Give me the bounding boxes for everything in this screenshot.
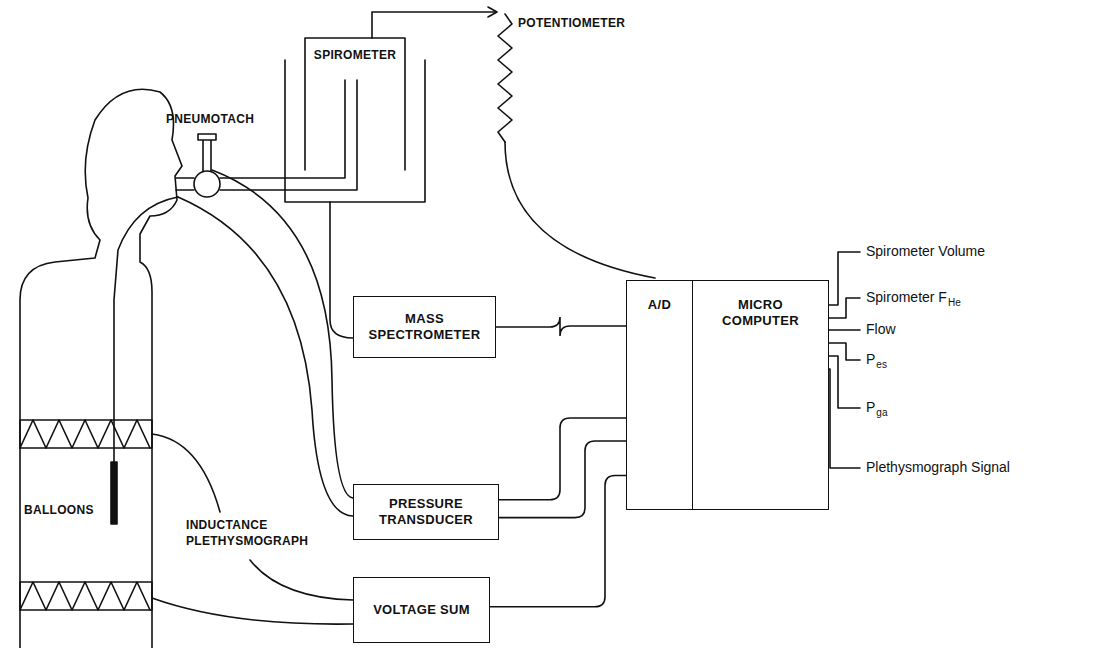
sample-line <box>330 202 353 338</box>
potentiometer-wire <box>505 142 655 278</box>
pneumotach-stem <box>198 134 216 171</box>
signal-subscript: es <box>876 359 887 370</box>
rib-cage-band <box>20 420 152 448</box>
mouthpiece <box>176 178 194 190</box>
box-title: VOLTAGE SUM <box>367 602 476 618</box>
instrument-box: MASS SPECTROMETER <box>353 296 496 358</box>
subject-silhouette <box>20 89 182 648</box>
instrument-box: PRESSURE TRANSDUCER <box>353 484 499 540</box>
band-coil <box>20 420 150 448</box>
signal-name: P <box>866 351 875 367</box>
computer-box: MICRO COMPUTER <box>692 280 829 510</box>
box-title: PRESSURE TRANSDUCER <box>354 496 498 529</box>
band-wire <box>152 598 353 624</box>
part-label: BALLOONS <box>24 503 94 517</box>
signal-subscript: He <box>948 297 961 308</box>
box-title: MASS SPECTROMETER <box>354 311 495 344</box>
device-label: PNEUMOTACH <box>166 112 254 126</box>
spirometer-rod <box>372 12 496 38</box>
signal-name: Plethysmograph Signal <box>866 459 1010 475</box>
spirometer-bell <box>305 38 405 170</box>
band-wire <box>152 434 220 512</box>
pneumotach-body <box>194 171 220 197</box>
signal-name: Flow <box>866 321 896 337</box>
converter-box: A/D <box>626 280 693 510</box>
box-title: A/D <box>642 297 677 313</box>
spirometer-tank <box>285 60 425 202</box>
signal-wire <box>496 317 626 336</box>
signal-name: Spirometer Volume <box>866 243 985 259</box>
device-label: POTENTIOMETER <box>518 16 625 30</box>
catheter-line <box>178 197 353 516</box>
band-wire <box>250 560 353 600</box>
box-title: MICRO COMPUTER <box>693 297 828 330</box>
esophageal-catheter <box>114 197 178 462</box>
signal-wire <box>490 476 626 607</box>
balloon-catheter <box>111 462 117 524</box>
arrow-head <box>488 7 497 17</box>
breathing-tube <box>220 80 357 190</box>
signal-wire <box>499 418 626 500</box>
abdomen-band <box>20 582 152 610</box>
part-label: INDUCTANCE PLETHYSMOGRAPH <box>186 518 306 549</box>
device-label: SPIROMETER <box>314 48 396 62</box>
instrument-box: VOLTAGE SUM <box>353 577 490 643</box>
pressure-line <box>212 170 353 498</box>
potentiometer-symbol <box>498 14 512 142</box>
signal-name: P <box>866 399 875 415</box>
band-coil <box>20 582 150 610</box>
signal-subscript: ga <box>876 407 887 418</box>
signal-name: Spirometer F <box>866 289 947 305</box>
